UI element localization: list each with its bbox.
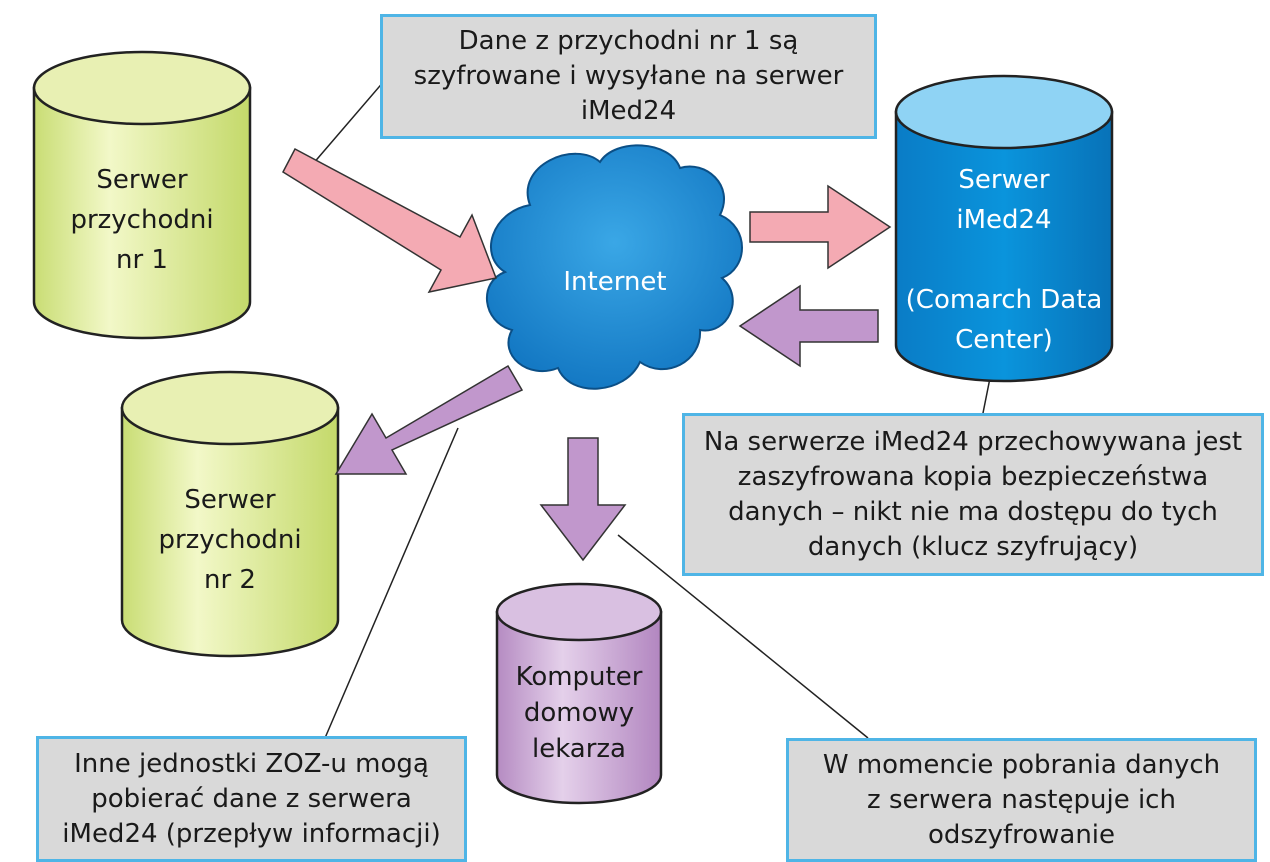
connector-line-bottom-left xyxy=(324,427,459,739)
callout-other-units: Inne jednostki ZOZ-u mogą pobierać dane … xyxy=(36,736,467,862)
arrow-internet-to-server2 xyxy=(334,364,524,475)
imed24-server-label: Serwer iMed24 (Comarch Data Center) xyxy=(905,165,1103,355)
server-2-label: Serwer przychodni nr 2 xyxy=(158,485,302,595)
connector-line-top xyxy=(311,79,386,166)
arrow-server1-to-internet xyxy=(282,147,498,294)
arrow-internet-to-imed24 xyxy=(749,184,892,270)
arrow-imed24-to-internet xyxy=(738,284,879,368)
home-computer-label: Komputer domowy lekarza xyxy=(515,661,643,764)
server-1-label: Serwer przychodni nr 1 xyxy=(70,165,214,275)
callout-decryption: W momencie pobrania danych z serwera nas… xyxy=(786,738,1257,862)
home-computer-cylinder xyxy=(495,582,663,805)
callout-top-encryption: Dane z przychodni nr 1 są szyfrowane i w… xyxy=(380,14,877,139)
connector-line-imed xyxy=(981,377,991,419)
server-1-cylinder xyxy=(32,50,252,340)
arrow-internet-to-home xyxy=(539,437,627,562)
server-2-cylinder xyxy=(120,370,340,658)
imed24-server-cylinder xyxy=(894,74,1114,383)
internet-label: Internet xyxy=(563,267,667,297)
internet-cloud xyxy=(485,144,743,390)
connector-line-bottom-right xyxy=(617,534,869,739)
callout-imed24-backup: Na serwerze iMed24 przechowywana jest za… xyxy=(682,413,1264,576)
